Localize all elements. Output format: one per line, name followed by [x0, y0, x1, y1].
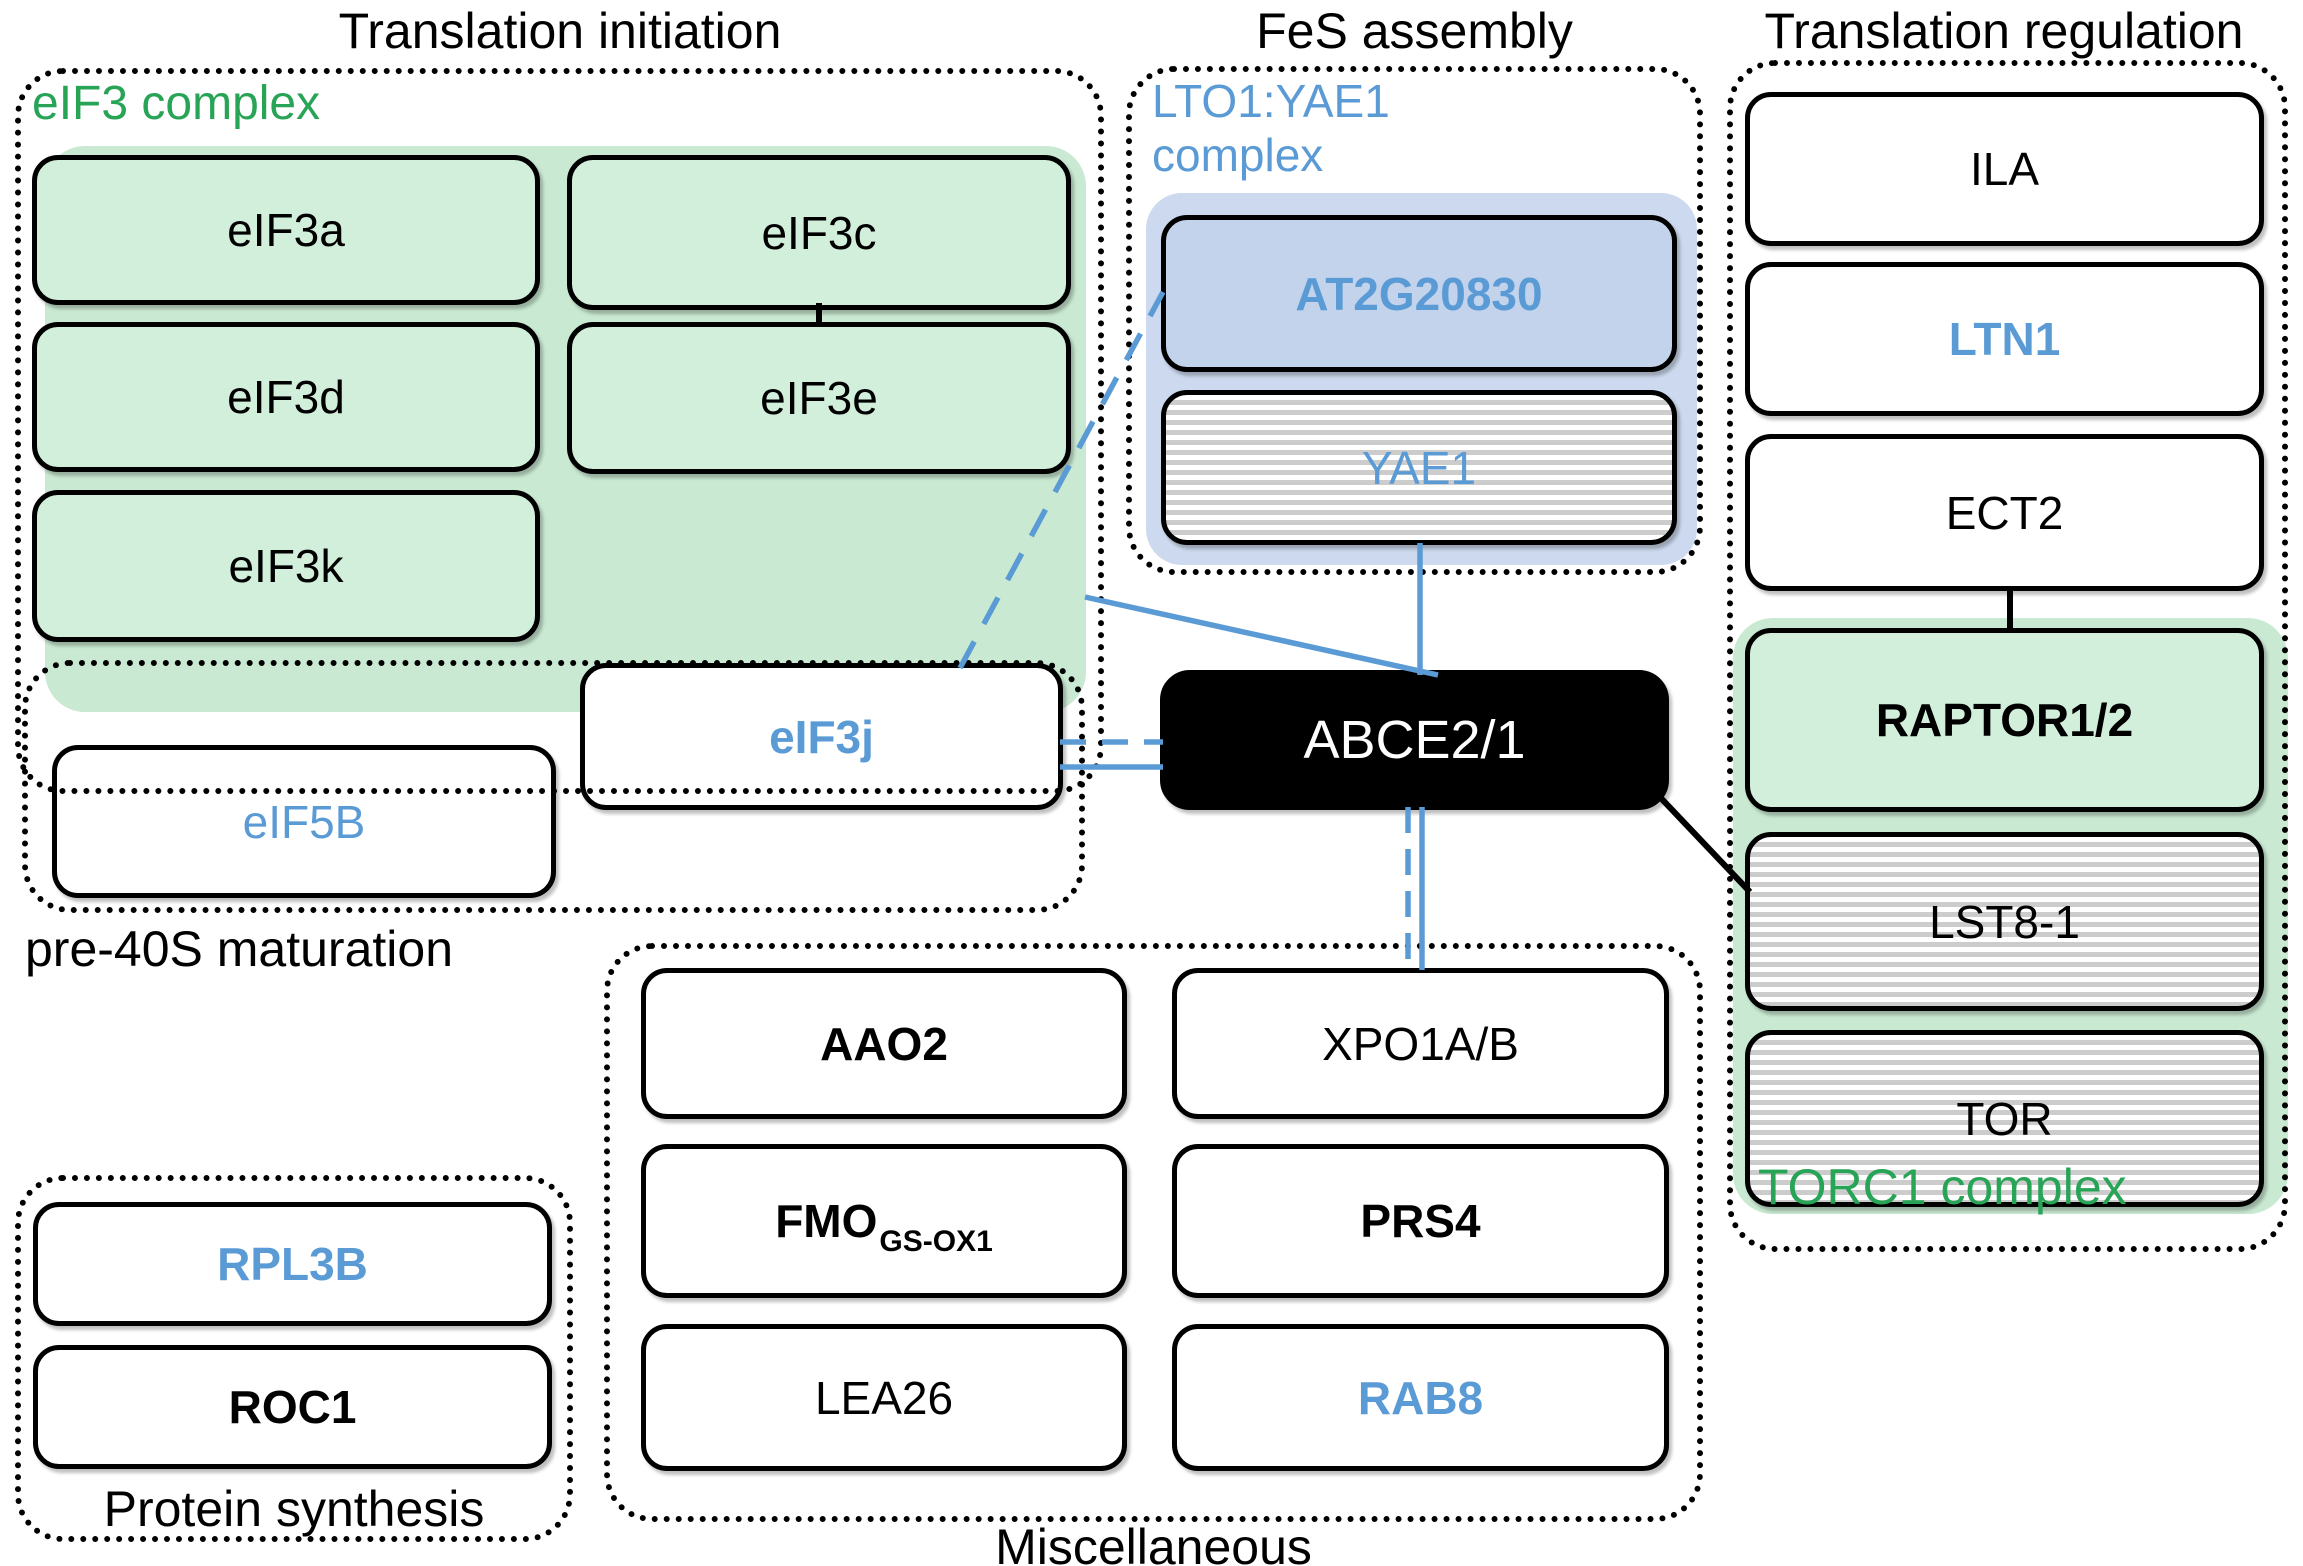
node-eif3c-label: eIF3c [761, 206, 877, 259]
node-ltn1: LTN1 [1745, 262, 2264, 416]
node-lst8-1-label: LST8-1 [1929, 895, 2080, 948]
edge-eif3complex-abce2-1 [1084, 594, 1439, 678]
node-aao2-label: AAO2 [820, 1017, 948, 1070]
node-tor-label: TOR [1956, 1092, 2053, 1145]
node-eif3j: eIF3j [580, 663, 1063, 810]
node-xpo1a-b-label: XPO1A/B [1322, 1017, 1519, 1070]
label-torc1-complex: TORC1 complex [1758, 1159, 2127, 1215]
node-lst8-1: LST8-1 [1745, 832, 2264, 1011]
group-translation-regulation [1727, 60, 2288, 1252]
node-roc1-label: ROC1 [228, 1381, 357, 1433]
node-rpl3b-label: RPL3B [217, 1238, 368, 1290]
node-rab8: RAB8 [1172, 1324, 1669, 1471]
node-at2g20830-label: AT2G20830 [1295, 267, 1543, 320]
node-ect2-label: ECT2 [1945, 486, 2064, 539]
node-raptor1-2-label: RAPTOR1/2 [1875, 694, 2134, 746]
node-eif3j-label: eIF3j [769, 710, 874, 763]
node-eif3e-label: eIF3e [760, 372, 878, 424]
label-pre40s-maturation: pre-40S maturation [25, 921, 454, 977]
node-ila: ILA [1745, 92, 2264, 246]
node-at2g20830: AT2G20830 [1161, 215, 1677, 372]
node-prs4-label: PRS4 [1360, 1195, 1481, 1247]
group-pre40s-maturation [22, 660, 1085, 913]
node-abce2-1: ABCE2/1 [1160, 670, 1669, 810]
node-tor: TOR [1745, 1030, 2264, 1207]
node-eif3a-label: eIF3a [227, 204, 345, 256]
node-raptor1-2: RAPTOR1/2 [1745, 628, 2264, 812]
label-protein-synthesis: Protein synthesis [103, 1481, 485, 1537]
section-title-translation-initiation: Translation initiation [338, 3, 782, 59]
node-aao2: AAO2 [641, 968, 1127, 1119]
node-xpo1a-b: XPO1A/B [1172, 968, 1669, 1119]
node-rab8-label: RAB8 [1357, 1371, 1484, 1424]
node-yae1-label: YAE1 [1361, 441, 1477, 494]
node-eif3d-label: eIF3d [227, 371, 345, 423]
group-miscellaneous [604, 943, 1703, 1522]
node-eif5b: eIF5B [52, 745, 556, 898]
label-lto1-yae1-complex: LTO1:YAE1 complex [1152, 75, 1390, 182]
node-eif3a: eIF3a [32, 155, 540, 305]
node-ila-label: ILA [1969, 143, 2040, 195]
label-eif3-complex: eIF3 complex [32, 77, 321, 130]
group-protein-synthesis [15, 1175, 573, 1542]
node-fmo-label: FMO [775, 1195, 878, 1247]
node-ltn1-label: LTN1 [1948, 313, 2061, 365]
node-eif5b-label: eIF5B [242, 795, 366, 848]
section-title-fes-assembly: FeS assembly [1256, 3, 1573, 59]
node-abce2-1-label: ABCE2/1 [1303, 710, 1526, 770]
section-title-translation-regulation: Translation regulation [1764, 3, 2244, 59]
node-lea26: LEA26 [641, 1324, 1127, 1471]
node-ect2: ECT2 [1745, 434, 2264, 591]
node-fmo-subscript: GS-OX1 [879, 1225, 993, 1258]
node-prs4: PRS4 [1172, 1144, 1669, 1298]
node-eif3d: eIF3d [32, 322, 540, 472]
node-roc1: ROC1 [33, 1345, 552, 1469]
node-lea26-label: LEA26 [814, 1371, 954, 1424]
node-rpl3b: RPL3B [33, 1202, 552, 1326]
node-yae1: YAE1 [1161, 390, 1677, 545]
label-miscellaneous: Miscellaneous [995, 1519, 1312, 1566]
node-eif3k-label: eIF3k [228, 540, 344, 592]
node-eif3k: eIF3k [32, 490, 540, 642]
